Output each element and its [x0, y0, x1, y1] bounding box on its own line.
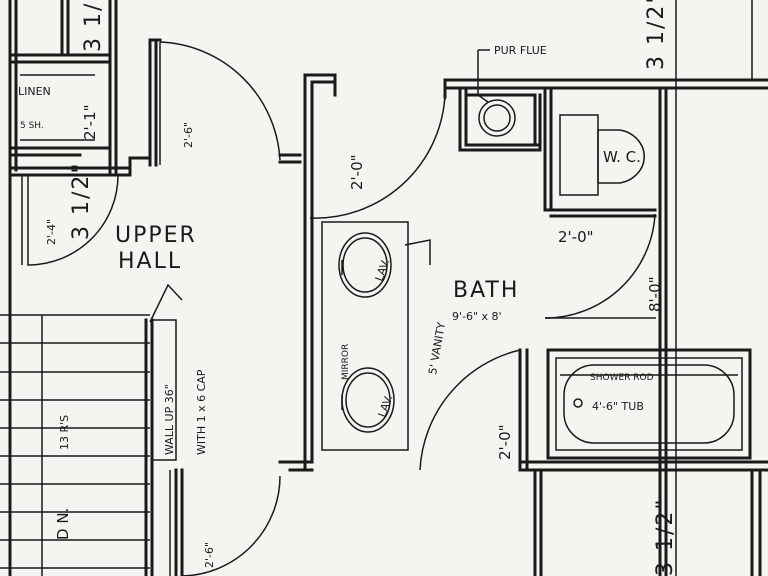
- tub: [546, 348, 752, 460]
- dim-bath-depth: 8'-0": [646, 276, 664, 312]
- text-labels: UPPER HALL BATH 9'-6" x 8' LINEN 5 SH. P…: [18, 44, 654, 540]
- label-linen-shelves: 5 SH.: [20, 121, 44, 131]
- label-linen: LINEN: [18, 85, 51, 98]
- label-bath-size: 9'-6" x 8': [452, 310, 502, 323]
- dim-top-right: 3 1/2": [644, 0, 669, 70]
- bath-door-swings: [181, 94, 656, 576]
- hall-door-swing: [159, 41, 302, 165]
- label-wall-cap: WITH 1 x 6 CAP: [195, 369, 208, 455]
- label-upper: UPPER: [115, 223, 197, 248]
- label-wall-up: WALL UP 36": [163, 384, 176, 455]
- dim-linen-door: 2'-1": [81, 104, 99, 140]
- dim-left-mid: 3 1/2": [69, 161, 94, 240]
- toilet: [559, 114, 645, 196]
- label-mirror: MIRROR: [341, 344, 351, 380]
- label-lav-1: LAV.: [373, 257, 393, 283]
- dim-wc-door: 2'-0": [558, 228, 594, 246]
- label-lav-2: LAV.: [376, 393, 396, 419]
- stair: [0, 283, 184, 576]
- dim-hall-door-top: 2'-6": [182, 122, 195, 148]
- left-closet-walls: [8, 0, 162, 576]
- label-risers: 13 R'S: [58, 415, 71, 450]
- label-vanity: 5' VANITY: [426, 321, 448, 376]
- label-wc: W. C.: [603, 148, 641, 166]
- dim-bottom-right: 3 1/2": [653, 497, 678, 576]
- dimension-labels: 3 1/2" 3 1/2" 3 1/2" 3 1/2" 2'-1" 2'-4" …: [45, 0, 678, 576]
- label-bath: BATH: [453, 278, 519, 303]
- dim-bath-door: 2'-0": [348, 154, 366, 190]
- flue-circle: [477, 49, 516, 137]
- bath-walls: [288, 0, 768, 576]
- label-pur-flue: PUR FLUE: [494, 44, 547, 57]
- reference-lines: [169, 0, 677, 576]
- dim-closet-door: 2'-4": [45, 219, 58, 245]
- label-hall: HALL: [118, 249, 182, 274]
- vanity: [321, 221, 431, 451]
- dim-lower-door: 2'-0": [496, 424, 514, 460]
- dim-top-left: 3 1/2": [81, 0, 106, 52]
- label-shower-rod: SHOWER ROD: [590, 373, 654, 383]
- label-dn: D N.: [54, 508, 72, 540]
- dim-hall-door-bottom: 2'-6": [203, 542, 216, 568]
- label-tub: 4'-6" TUB: [592, 400, 644, 413]
